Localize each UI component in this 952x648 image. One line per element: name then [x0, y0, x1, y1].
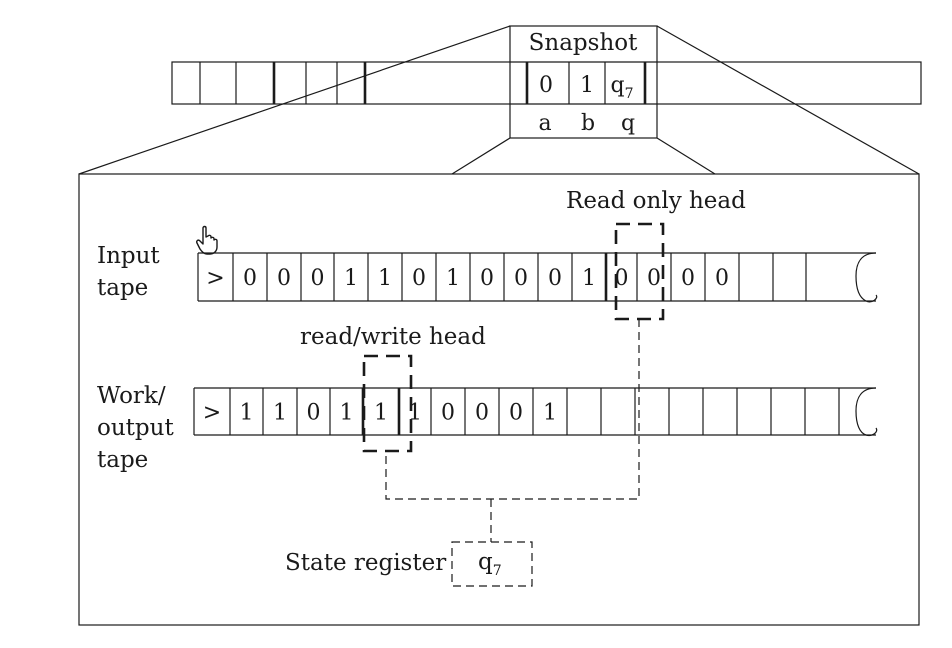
snapshot-box: Snapshot 0 1 q7 a b q	[509, 25, 658, 139]
snapshot-label: q	[621, 111, 635, 136]
tape-torn-end	[855, 252, 878, 303]
tape-cell: 1	[582, 266, 596, 291]
tape-cell: 1	[340, 401, 354, 426]
read-write-head	[362, 354, 413, 453]
tape-cell: 0	[441, 401, 455, 426]
state-register: State register q7	[285, 541, 533, 587]
read-only-head	[614, 222, 665, 321]
tape-cell: 1	[446, 266, 460, 291]
tape-cell: 0	[548, 266, 562, 291]
tape-cell: 0	[311, 266, 325, 291]
tape-cell: 1	[240, 401, 254, 426]
tape-cell: 1	[344, 266, 358, 291]
read-write-head-label: read/write head	[300, 324, 486, 350]
tape-cell: 0	[412, 266, 426, 291]
tape-cell: 0	[509, 401, 523, 426]
work-tape-label-2: output	[97, 415, 174, 441]
snapshot-state: q7	[610, 73, 633, 102]
read-only-head-label: Read only head	[566, 188, 746, 214]
work-tape-label: Work/	[97, 383, 166, 409]
work-tape-label-3: tape	[97, 447, 148, 473]
hand-pointer-icon	[196, 225, 218, 255]
state-register-label: State register	[285, 550, 446, 576]
zoom-lines	[78, 25, 920, 175]
snapshot-cell: 0	[539, 73, 553, 98]
snapshot-cell: 1	[580, 73, 594, 98]
snapshot-label: b	[581, 111, 595, 136]
tape-cell: 0	[647, 266, 661, 291]
detail-frame	[78, 173, 920, 626]
tape-cell: >	[206, 266, 224, 291]
tape-cell: >	[203, 401, 221, 426]
tape-cell: 0	[715, 266, 729, 291]
input-tape-label-2: tape	[97, 275, 148, 301]
state-register-value: q7	[478, 549, 502, 579]
tape-cell: 0	[615, 266, 629, 291]
tape-cell: 0	[681, 266, 695, 291]
input-tape-label: Input	[97, 243, 160, 269]
snapshot-frame	[509, 25, 658, 139]
tape-cell: 0	[480, 266, 494, 291]
state-register-box	[451, 541, 533, 587]
head-connections	[385, 319, 640, 542]
tape-cell: 0	[475, 401, 489, 426]
tape-cell: 1	[378, 266, 392, 291]
tape-cell: 1	[374, 401, 388, 426]
tape-cell: 0	[514, 266, 528, 291]
tape-cell: 0	[243, 266, 257, 291]
snapshot-title: Snapshot	[529, 30, 638, 56]
tape-cell: 1	[273, 401, 287, 426]
tape-cell: 0	[307, 401, 321, 426]
tape-torn-end	[855, 387, 878, 437]
tape-cell: 0	[277, 266, 291, 291]
tape-cell: 1	[543, 401, 557, 426]
snapshot-label: a	[538, 111, 551, 136]
